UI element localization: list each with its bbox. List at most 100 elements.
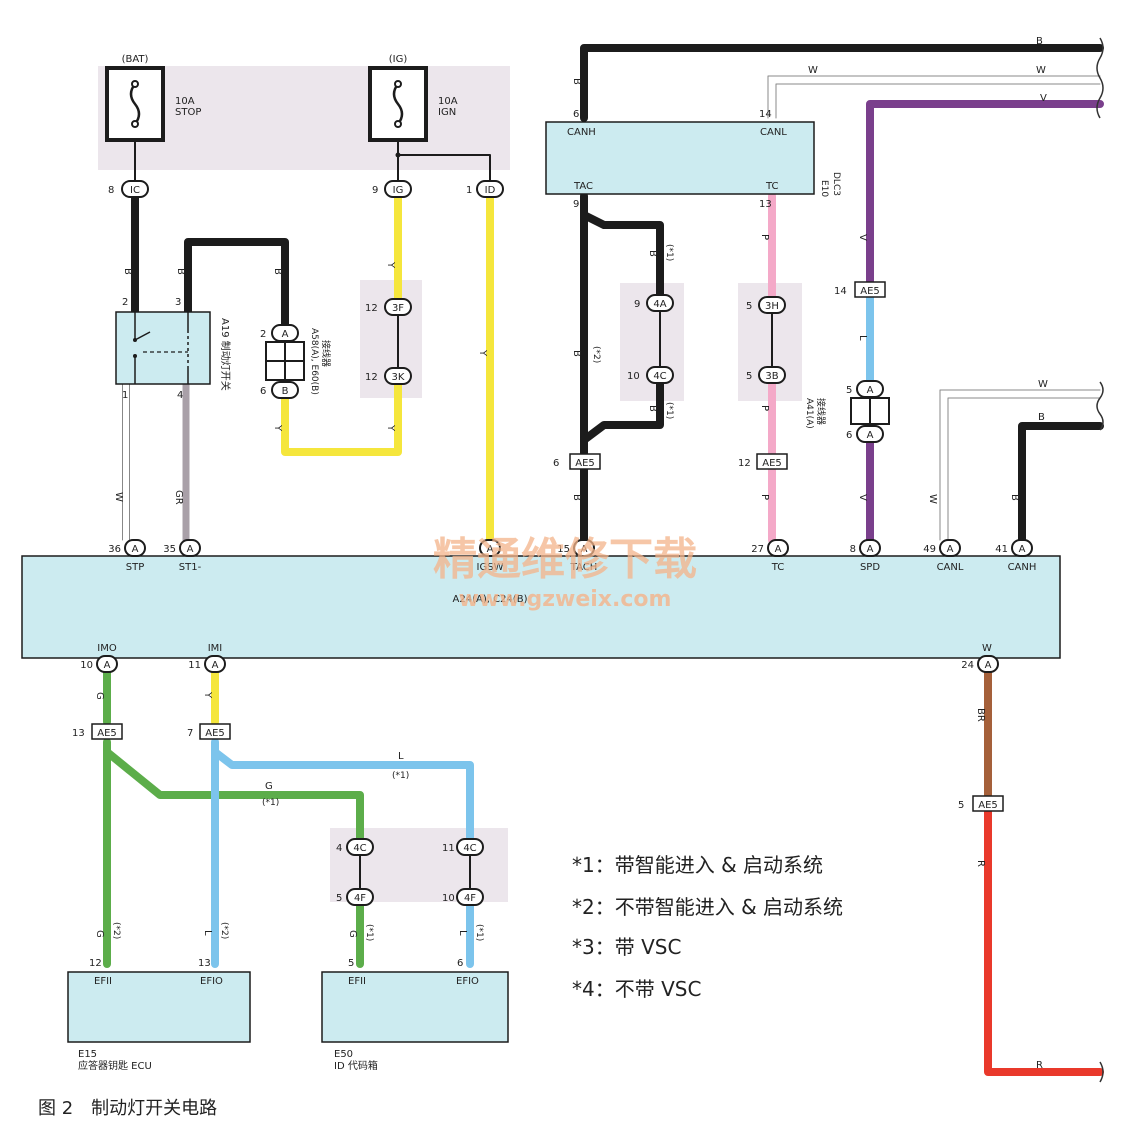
svg-text:8: 8 bbox=[108, 185, 114, 196]
dlc3-pin-canl: 14 bbox=[759, 109, 772, 120]
svg-text:35: 35 bbox=[163, 544, 176, 555]
svg-text:10: 10 bbox=[627, 371, 640, 382]
svg-text:W: W bbox=[808, 65, 818, 76]
svg-text:CANH: CANH bbox=[1008, 562, 1037, 573]
svg-text:(*1): (*1) bbox=[392, 771, 409, 781]
svg-text:IC: IC bbox=[130, 185, 140, 196]
svg-text:A: A bbox=[1019, 544, 1026, 555]
e50-pin-efio: EFIO bbox=[456, 976, 479, 987]
svg-text:3H: 3H bbox=[765, 301, 779, 312]
a19-pin-4: 4 bbox=[177, 390, 183, 401]
e50-id: E50 bbox=[334, 1049, 353, 1060]
svg-text:A: A bbox=[985, 660, 992, 671]
dlc3-id: E10 bbox=[819, 180, 829, 197]
dlc3-canl: CANL bbox=[760, 127, 787, 138]
svg-text:B: B bbox=[1036, 36, 1043, 47]
svg-text:4C: 4C bbox=[653, 371, 666, 382]
svg-text:G: G bbox=[94, 692, 105, 700]
svg-text:CANL: CANL bbox=[937, 562, 964, 573]
e50-box bbox=[321, 971, 509, 1043]
svg-text:4C: 4C bbox=[353, 843, 366, 854]
svg-text:Y: Y bbox=[385, 261, 396, 269]
connector-a41: A 5 A 6 bbox=[846, 380, 890, 443]
svg-text:(*2): (*2) bbox=[219, 922, 229, 939]
svg-text:G: G bbox=[94, 930, 105, 938]
dlc3-canh: CANH bbox=[567, 127, 596, 138]
ecm-pin-w: A 24 bbox=[961, 655, 999, 673]
svg-text:6: 6 bbox=[553, 458, 559, 469]
svg-text:B: B bbox=[122, 268, 133, 275]
svg-text:V: V bbox=[1040, 93, 1047, 104]
dlc3-name: DLC3 bbox=[831, 172, 841, 196]
figure-caption: 图 2 制动灯开关电路 bbox=[38, 1098, 217, 1119]
svg-text:L: L bbox=[857, 335, 868, 341]
note-2: *2：不带智能进入 & 启动系统 bbox=[572, 895, 843, 919]
footnotes: *1：带智能进入 & 启动系统 *2：不带智能进入 & 启动系统 *3：带 VS… bbox=[572, 853, 843, 1001]
svg-text:4F: 4F bbox=[354, 893, 366, 904]
fuse-ig-source: (IG) bbox=[389, 54, 408, 65]
svg-text:A: A bbox=[104, 660, 111, 671]
svg-text:IMO: IMO bbox=[97, 643, 117, 654]
svg-text:A: A bbox=[487, 544, 494, 555]
svg-text:14: 14 bbox=[834, 286, 847, 297]
svg-text:Y: Y bbox=[202, 691, 213, 699]
svg-text:ID: ID bbox=[485, 185, 496, 196]
svg-text:W: W bbox=[982, 643, 992, 654]
a19-pin-2: 2 bbox=[122, 297, 128, 308]
ecm-top-pins: A36STPA35ST1-AIGSWA15TACHA27TCA8SPDA49CA… bbox=[108, 539, 1037, 573]
svg-text:B: B bbox=[571, 78, 582, 85]
svg-text:9: 9 bbox=[372, 185, 378, 196]
watermark-cn: 精通维修下载 bbox=[433, 534, 697, 585]
svg-text:5: 5 bbox=[958, 800, 964, 811]
svg-text:8: 8 bbox=[850, 544, 856, 555]
connector-3h: 3H 5 bbox=[746, 296, 786, 314]
svg-text:AE5: AE5 bbox=[978, 800, 998, 811]
svg-text:4F: 4F bbox=[464, 893, 476, 904]
svg-text:W: W bbox=[1036, 65, 1046, 76]
e15-box bbox=[67, 971, 251, 1043]
svg-text:10: 10 bbox=[442, 893, 455, 904]
svg-text:B: B bbox=[1009, 494, 1020, 501]
svg-text:W: W bbox=[113, 492, 124, 502]
svg-text:49: 49 bbox=[923, 544, 936, 555]
svg-text:B: B bbox=[1038, 412, 1045, 423]
a19-pin-3: 3 bbox=[175, 297, 181, 308]
svg-text:B: B bbox=[647, 405, 658, 412]
connector-4a: 4A 9 bbox=[634, 294, 674, 312]
svg-text:A: A bbox=[867, 385, 874, 396]
ecm-label: A24(A), C24(B) bbox=[453, 594, 528, 605]
connector-4c-top: 4C 10 bbox=[627, 366, 674, 384]
brake-light-switch-a19 bbox=[115, 311, 211, 385]
wire-end-marks bbox=[1096, 37, 1104, 1083]
a41-label: A41(A) bbox=[804, 398, 814, 429]
connector-id: ID 1 bbox=[466, 180, 504, 198]
e50-pin-5: 5 bbox=[348, 958, 354, 969]
connector-a58: A 2 B 6 bbox=[260, 324, 305, 399]
connector-4c-right: 4C 11 bbox=[442, 838, 484, 856]
svg-text:A: A bbox=[867, 430, 874, 441]
svg-text:R: R bbox=[1036, 1060, 1043, 1071]
svg-text:A: A bbox=[282, 329, 289, 340]
ae5-imo: AE5 13 bbox=[72, 723, 123, 740]
svg-text:B: B bbox=[571, 494, 582, 501]
ecm-box bbox=[21, 555, 1061, 659]
svg-text:(*1): (*1) bbox=[664, 402, 674, 419]
dlc3-tc: TC bbox=[765, 181, 779, 192]
svg-text:P: P bbox=[759, 494, 770, 500]
fuse-ig-name: IGN bbox=[438, 107, 456, 118]
fuse-bat bbox=[105, 66, 165, 142]
fuse-bat-rating: 10A bbox=[175, 96, 195, 107]
wires bbox=[103, 44, 1104, 1076]
svg-text:9: 9 bbox=[634, 299, 640, 310]
svg-text:24: 24 bbox=[961, 660, 974, 671]
svg-text:V: V bbox=[857, 234, 868, 241]
svg-text:5: 5 bbox=[336, 893, 342, 904]
